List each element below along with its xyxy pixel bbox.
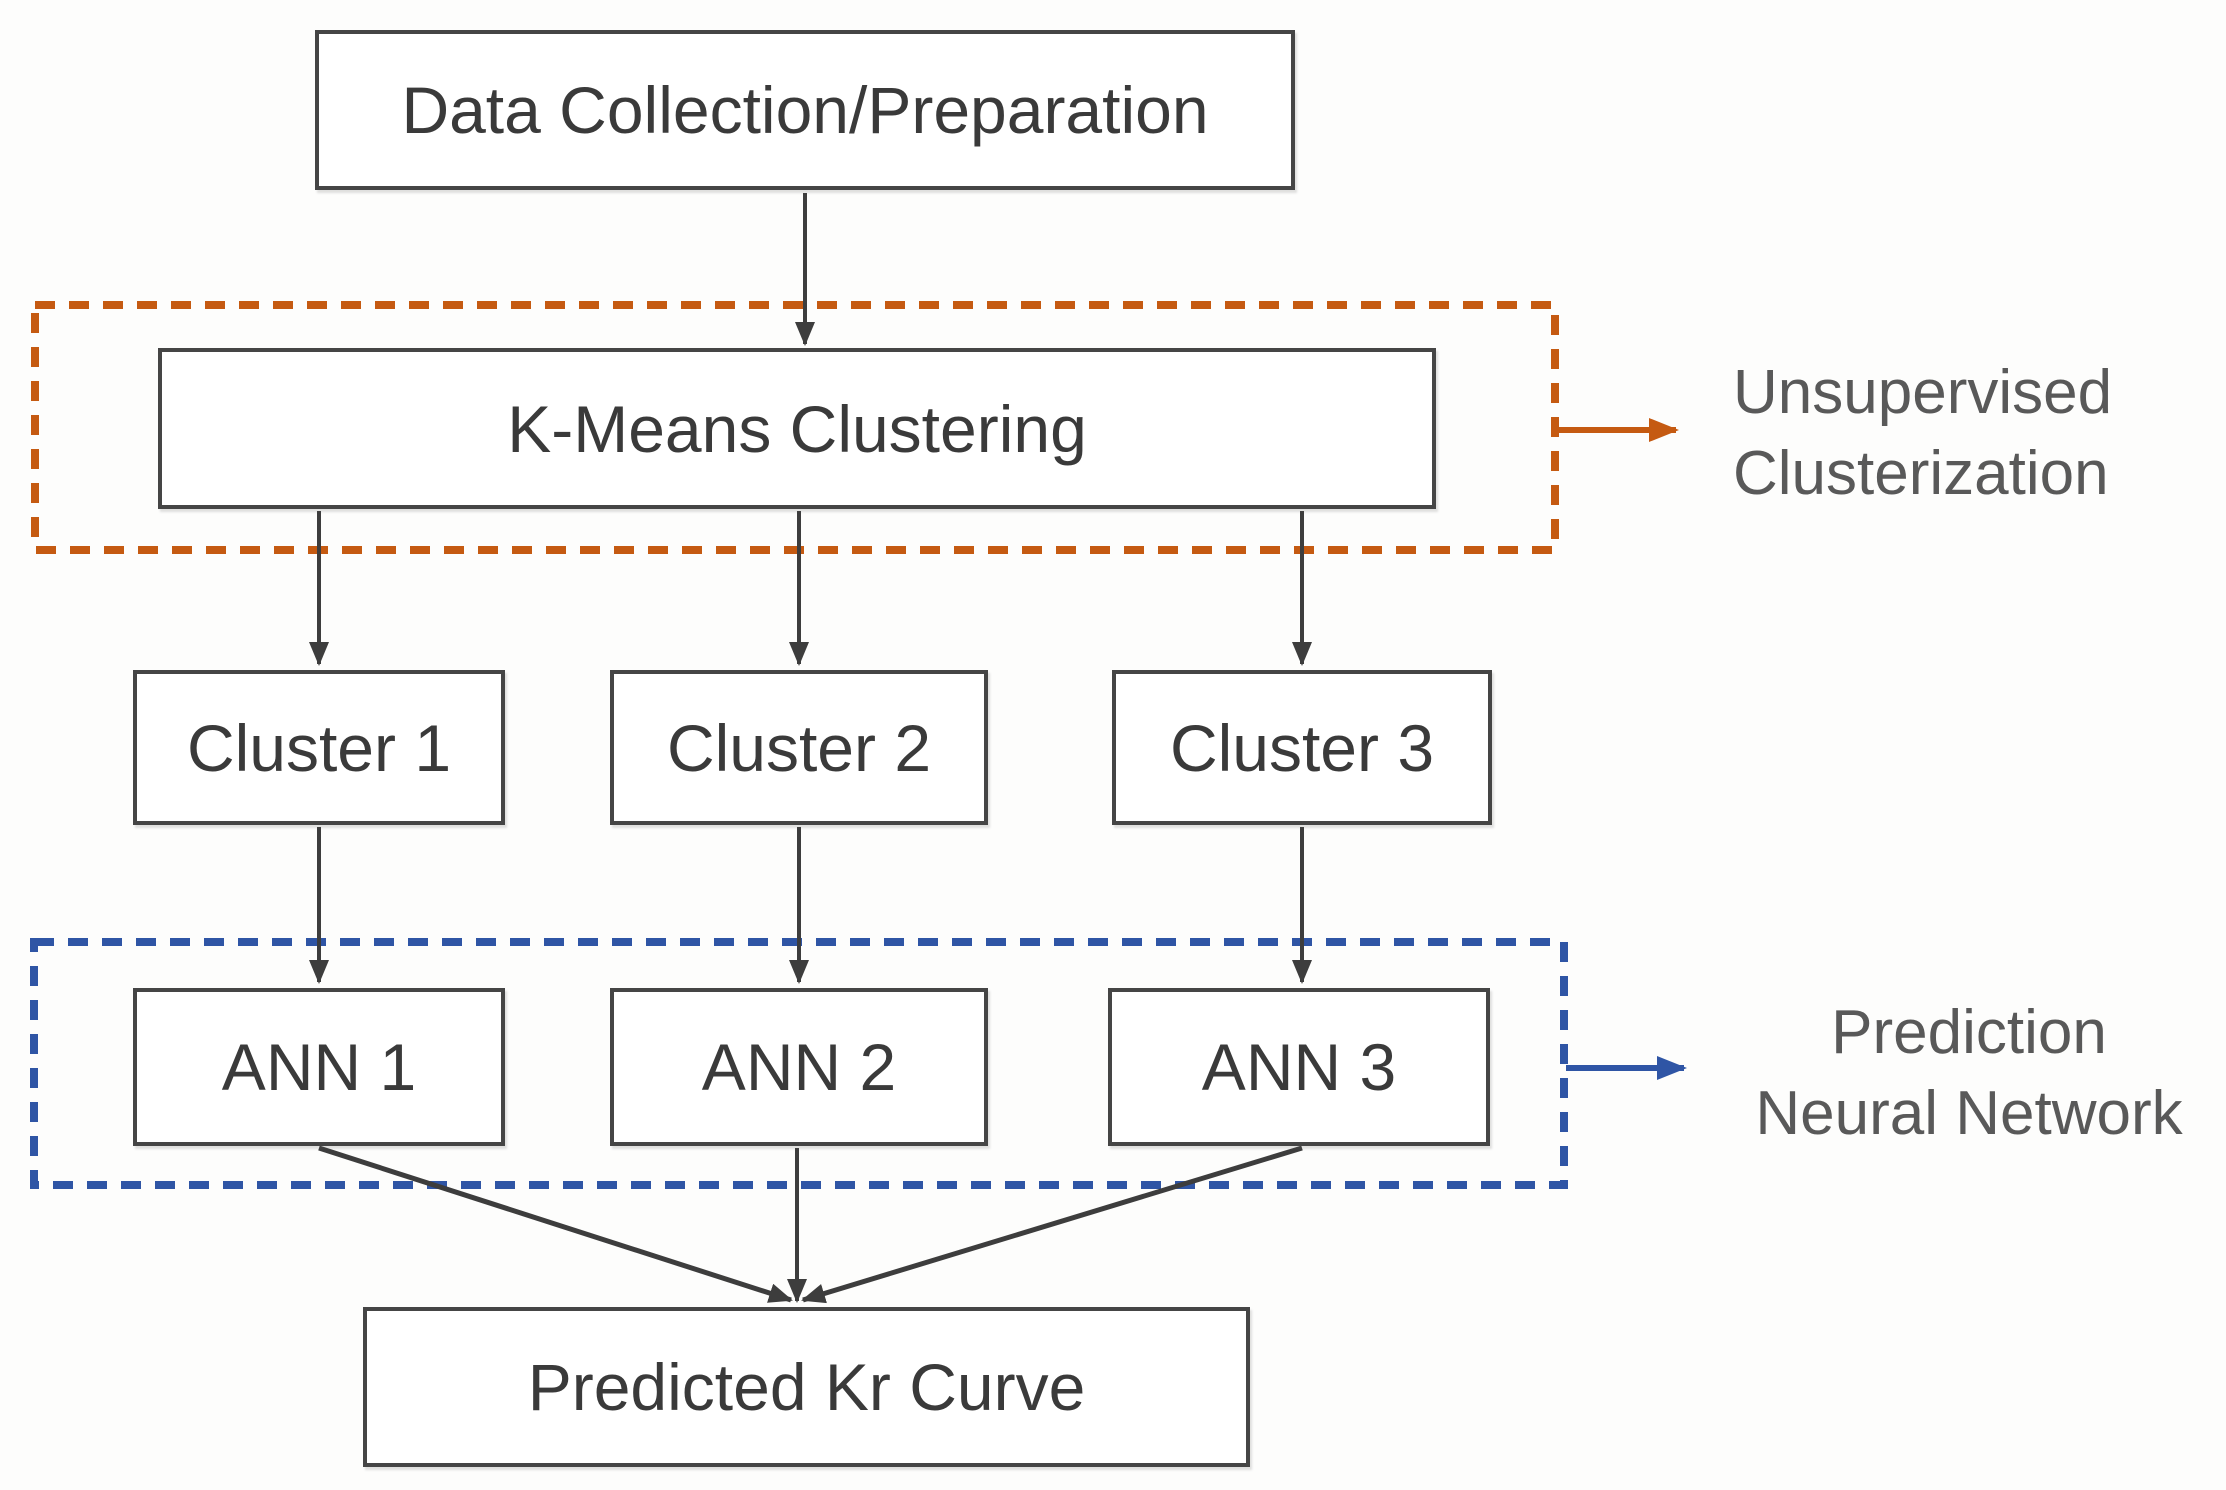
- node-predicted-kr-curve: Predicted Kr Curve: [363, 1307, 1250, 1467]
- node-ann-1: ANN 1: [133, 988, 505, 1146]
- node-ann-2: ANN 2: [610, 988, 988, 1146]
- prediction-label-line1: Prediction: [1831, 998, 2107, 1067]
- unsupervised-clusterization-label: Unsupervised Clusterization: [1733, 352, 2112, 514]
- node-cluster-2: Cluster 2: [610, 670, 988, 825]
- unsupervised-group-outline: [31, 301, 1559, 554]
- unsupervised-label-line2: Clusterization: [1733, 439, 2109, 508]
- node-ann-3: ANN 3: [1108, 988, 1490, 1146]
- prediction-label-line2: Neural Network: [1755, 1079, 2183, 1148]
- node-data-collection: Data Collection/Preparation: [315, 30, 1295, 190]
- prediction-neural-network-label: Prediction Neural Network: [1712, 992, 2226, 1154]
- arrow-ann3-predicted: [801, 1145, 1303, 1304]
- node-cluster-3: Cluster 3: [1112, 670, 1492, 825]
- arrow-ann1-predicted: [318, 1145, 793, 1303]
- unsupervised-label-line1: Unsupervised: [1733, 358, 2113, 427]
- node-kmeans-clustering: K-Means Clustering: [158, 348, 1436, 509]
- node-cluster-1: Cluster 1: [133, 670, 505, 825]
